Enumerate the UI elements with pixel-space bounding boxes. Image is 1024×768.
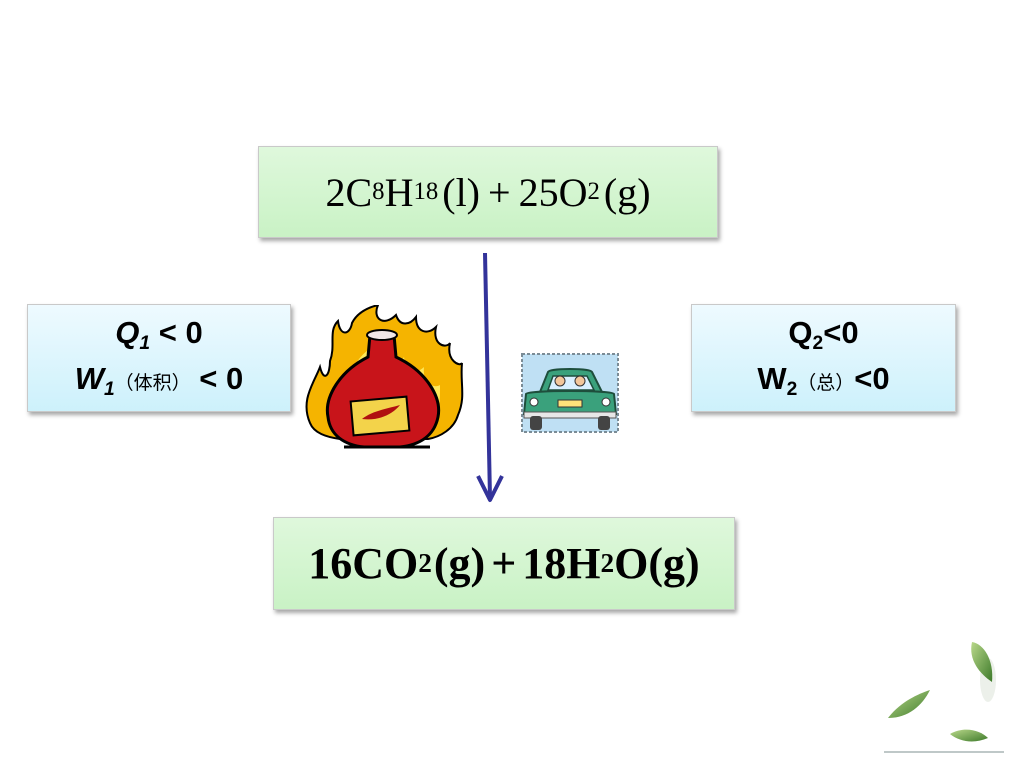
w1-note: （体积） — [114, 372, 191, 394]
w1-symbol: W — [74, 361, 104, 396]
w2-line: W2（总）<0 — [692, 361, 955, 401]
product-o: O — [614, 539, 649, 588]
reactant-c: C — [345, 169, 373, 215]
flaming-flask-icon — [305, 305, 464, 449]
reactant-coef2: 25 — [518, 169, 559, 215]
reactant-state1: (l) — [442, 169, 481, 215]
product-plus: + — [491, 539, 517, 588]
w2-symbol: W — [757, 361, 787, 396]
q2-sub: 2 — [812, 332, 824, 354]
q1-value: < 0 — [150, 315, 203, 350]
leaves-icon — [884, 642, 1004, 753]
w1-value: < 0 — [190, 361, 244, 396]
product-state2: (g) — [648, 539, 700, 588]
q1-line: Q1 < 0 — [28, 315, 290, 355]
product-coef2: 18 — [522, 539, 567, 588]
reactant-coef1: 2 — [325, 169, 346, 215]
reactant-plus: + — [488, 169, 511, 215]
reactant-state2: (g) — [603, 169, 651, 215]
reactant-o: O — [558, 169, 588, 215]
q2-line: Q2<0 — [692, 315, 955, 355]
product-co-sub: 2 — [418, 548, 432, 578]
reactant-o-sub: 2 — [587, 178, 600, 205]
product-co: CO — [352, 539, 419, 588]
w2-sub: 2 — [786, 378, 798, 400]
q1-symbol: Q — [115, 315, 140, 350]
combustion-box: Q1 < 0 W1（体积） < 0 — [27, 304, 291, 412]
q2-symbol: Q — [788, 315, 813, 350]
car-icon — [521, 353, 619, 433]
w2-value: <0 — [854, 361, 890, 396]
reaction-arrow-icon — [476, 252, 504, 502]
product-h-sub: 2 — [600, 548, 615, 578]
w1-sub: 1 — [103, 378, 115, 400]
q1-sub: 1 — [139, 332, 151, 354]
w2-note: （总） — [797, 372, 855, 394]
product-h: H — [566, 539, 601, 588]
product-coef1: 16 — [308, 539, 353, 588]
reactant-c-sub: 8 — [372, 178, 385, 205]
w1-line: W1（体积） < 0 — [28, 361, 290, 401]
engine-box: Q2<0 W2（总）<0 — [691, 304, 956, 412]
product-state1: (g) — [433, 539, 486, 588]
reactant-h-sub: 18 — [413, 178, 439, 205]
q2-value: <0 — [823, 315, 859, 350]
reactant-h: H — [384, 169, 414, 215]
